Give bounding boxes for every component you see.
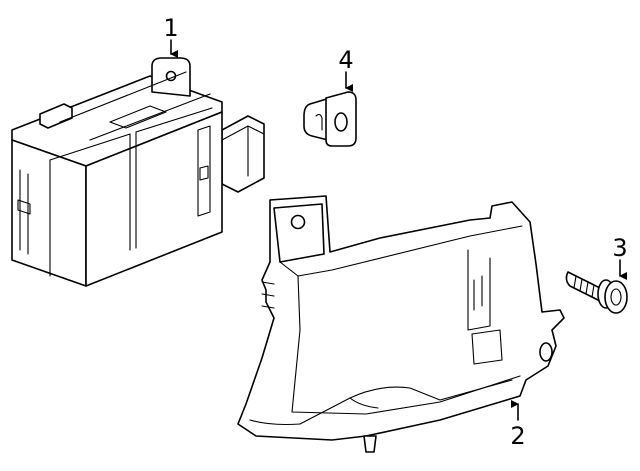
callout-label-3: 3	[612, 234, 627, 262]
callout-2: 2	[510, 400, 526, 450]
callout-3: 3	[612, 234, 628, 280]
callout-label-4: 4	[338, 46, 353, 74]
bracket-part	[237, 195, 565, 453]
callout-4: 4	[338, 46, 354, 92]
callout-label-2: 2	[510, 422, 525, 450]
callout-1: 1	[163, 14, 179, 58]
control-module-part	[11, 57, 265, 287]
callout-label-1: 1	[163, 14, 178, 42]
clip-nut-part	[303, 91, 357, 147]
screw-part	[565, 271, 628, 314]
